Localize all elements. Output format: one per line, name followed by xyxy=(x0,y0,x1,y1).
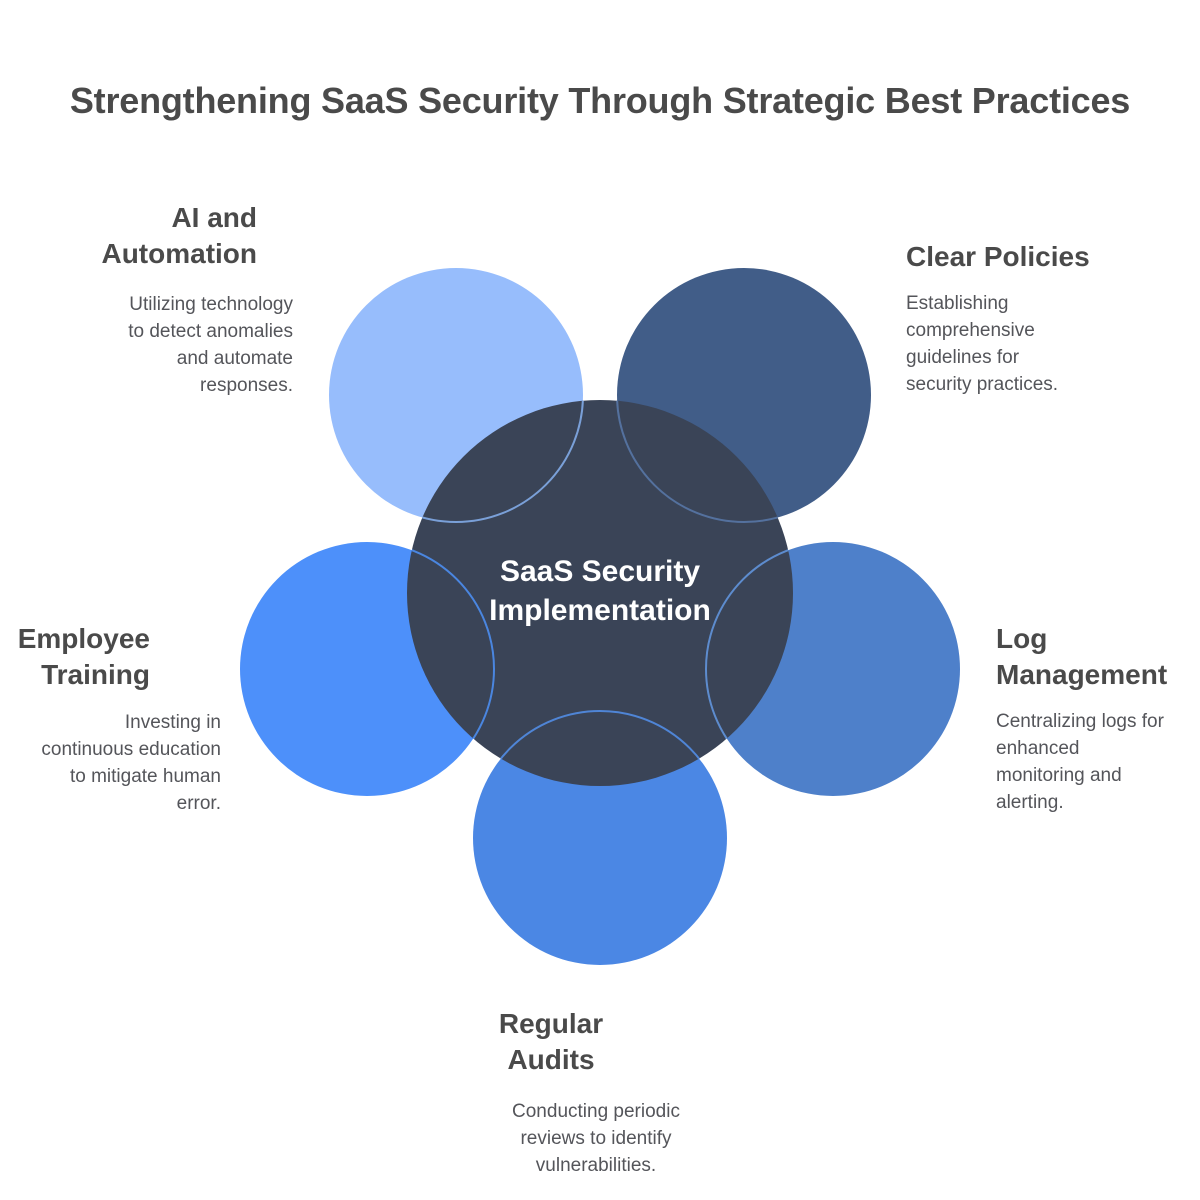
desc-line: Utilizing technology xyxy=(129,294,293,315)
title-line: Employee xyxy=(17,623,150,654)
center-circle xyxy=(407,400,793,786)
title-line: Automation xyxy=(101,238,257,269)
outline-ai-and-automation xyxy=(407,400,584,523)
title-line: Regular xyxy=(498,1008,604,1039)
section-desc-ai-and-automation: Utilizing technology to detect anomalies… xyxy=(128,291,293,399)
outline-regular-audits xyxy=(472,710,728,786)
desc-line: responses. xyxy=(200,375,293,396)
outline-log-management xyxy=(705,541,793,786)
section-title-regular-audits: Regular Audits xyxy=(411,1006,691,1078)
center-label-line-2: Implementation xyxy=(489,594,711,627)
section-title-log-management: Log Management xyxy=(996,621,1167,693)
center-label: SaaS Security Implementation xyxy=(430,552,770,630)
desc-line: vulnerabilities. xyxy=(535,1155,657,1176)
section-desc-employee-training: Investing in continuous education to mit… xyxy=(41,709,221,817)
desc-line: enhanced xyxy=(996,738,1080,759)
petal-outline-arcs xyxy=(407,400,793,786)
desc-line: Conducting periodic xyxy=(512,1101,680,1122)
desc-line: reviews to identify xyxy=(520,1128,672,1149)
section-title-ai-and-automation: AI and Automation xyxy=(101,200,257,272)
desc-line: continuous education xyxy=(41,739,221,760)
title-line: AI and xyxy=(171,202,257,233)
desc-line: guidelines for xyxy=(906,347,1020,368)
section-title-employee-training: Employee Training xyxy=(18,621,150,693)
desc-line: Centralizing logs for xyxy=(996,711,1164,732)
title-line: Log xyxy=(996,623,1048,654)
desc-line: to detect anomalies xyxy=(128,321,293,342)
title-line: Training xyxy=(41,659,150,690)
page-title: Strengthening SaaS Security Through Stra… xyxy=(69,80,1131,121)
outline-clear-policies xyxy=(616,400,793,523)
title-line: Audits xyxy=(507,1044,595,1075)
section-desc-clear-policies: Establishing comprehensive guidelines fo… xyxy=(906,290,1058,398)
desc-line: to mitigate human xyxy=(69,766,221,787)
outline-employee-training xyxy=(407,541,495,786)
desc-line: and automate xyxy=(176,348,293,369)
desc-line: comprehensive xyxy=(906,320,1035,341)
center-label-line-1: SaaS Security xyxy=(499,555,701,588)
section-title-clear-policies: Clear Policies xyxy=(906,239,1090,275)
desc-line: security practices. xyxy=(906,374,1059,395)
title-line: Clear Policies xyxy=(906,241,1090,272)
desc-line: Investing in xyxy=(124,712,221,733)
section-desc-regular-audits: Conducting periodic reviews to identify … xyxy=(446,1098,746,1179)
desc-line: error. xyxy=(176,793,221,814)
desc-line: monitoring and xyxy=(996,765,1122,786)
desc-line: Establishing xyxy=(906,293,1009,314)
desc-line: alerting. xyxy=(996,792,1064,813)
section-desc-log-management: Centralizing logs for enhanced monitorin… xyxy=(996,708,1164,816)
title-line: Management xyxy=(996,659,1168,690)
